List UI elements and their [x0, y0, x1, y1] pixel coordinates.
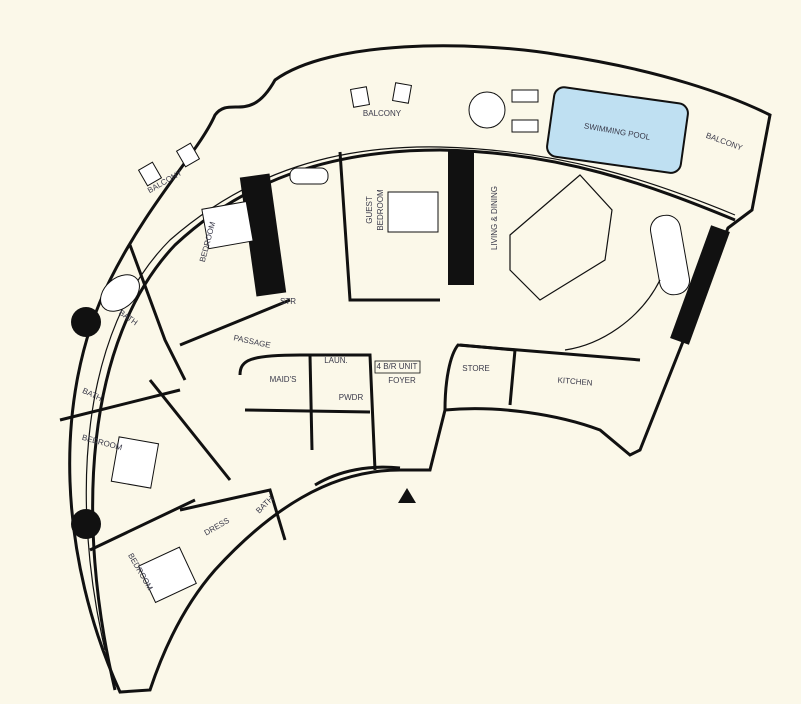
unit-tag-box — [374, 360, 421, 374]
label-guest-1: GUEST — [365, 196, 374, 224]
label-balcony-top: BALCONY — [363, 109, 402, 118]
label-kitchen: KITCHEN — [557, 376, 593, 388]
label-store: STORE — [462, 364, 489, 373]
label-pwdr: PWDR — [339, 393, 364, 402]
outer-boundary — [68, 44, 772, 694]
label-unit: 4 B/R UNIT — [377, 362, 418, 371]
label-foyer: FOYER — [388, 376, 416, 385]
label-living-dining: LIVING & DINING — [490, 186, 499, 250]
label-laun: LAUN. — [324, 356, 348, 365]
swimming-pool — [546, 86, 689, 174]
arrow-up-icon — [398, 488, 416, 503]
label-str: STR — [280, 297, 296, 306]
label-guest-2: BEDROOM — [376, 189, 385, 231]
label-maids: MAID'S — [270, 375, 297, 384]
